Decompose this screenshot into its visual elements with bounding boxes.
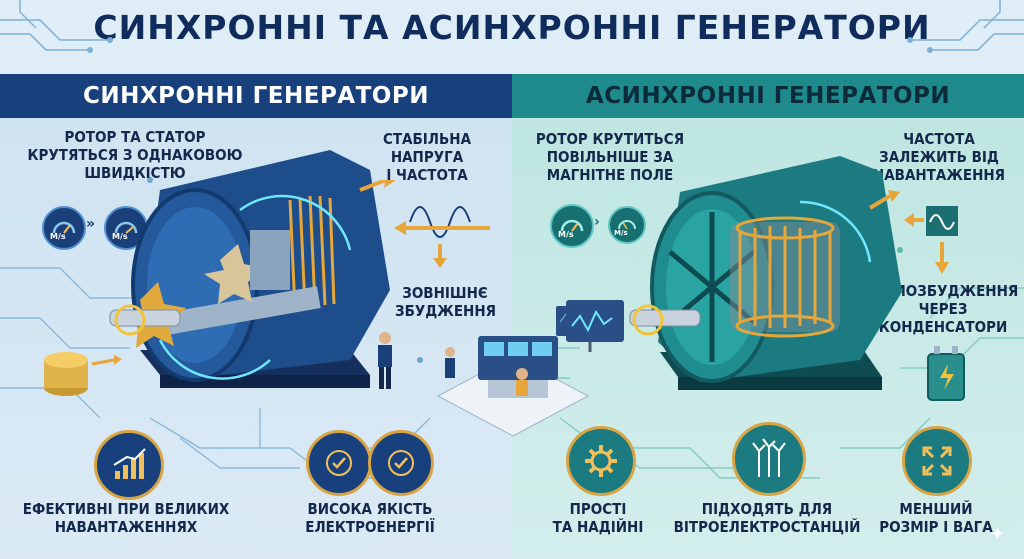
chevron-icon: › [594,214,600,230]
quality-badge-icon [306,430,372,496]
synchronous-header: СИНХРОННІ ГЕНЕРАТОРИ [0,74,512,118]
frequency-label: ЧАСТОТА ЗАЛЕЖИТЬ ВІД НАВАНТАЖЕННЯ [872,130,1006,184]
monitor-graph-icon [566,300,624,352]
benefit-smaller-size: МЕНШИЙ РОЗМІР І ВАГА [879,500,993,536]
gear-icon [566,426,636,496]
circuit-decoration-top [0,0,1024,53]
stable-voltage-label: СТАБІЛЬНА НАПРУГА І ЧАСТОТА [382,130,472,184]
resize-arrows-icon [902,426,972,496]
growth-chart-icon [94,430,164,500]
coins-icon [44,352,122,396]
speedometer-icon [550,204,594,248]
benefit-wind-farms: ПІДХОДЯТЬ ДЛЯ ВІТРОЕЛЕКТРОСТАНЦІЙ [673,500,861,536]
asynchronous-header: АСИНХРОННІ ГЕНЕРАТОРИ [512,74,1024,118]
gauge-unit-1: M/s [558,230,574,239]
benefit-high-loads: ЕФЕКТИВНІ ПРИ ВЕЛИКИХ НАВАНТАЖЕННЯХ [22,500,230,536]
engineer-figure [378,332,392,389]
external-excitation-label: ЗОВНІШНЄ ЗБУДЖЕННЯ [395,284,497,320]
benefit-simple-reliable: ПРОСТІ ТА НАДІЙНІ [552,500,644,536]
rotor-stator-label: РОТОР ТА СТАТОР КРУТЯТЬСЯ З ОДНАКОВОЮ ШВ… [27,128,243,182]
page-title: СИНХРОННІ ТА АСИНХРОННІ ГЕНЕРАТОРИ [93,8,931,47]
benefit-power-quality: ВИСОКА ЯКІСТЬ ЕЛЕКТРОЕНЕРГІЇ [305,500,435,536]
gauge-unit-2: M/s [614,229,628,237]
control-station-illustration [436,306,596,437]
double-chevron-icon: » [86,216,96,232]
rotor-slower-label: РОТОР КРУТИТЬСЯ ПОВІЛЬНІШЕ ЗА МАГНІТНЕ П… [535,130,685,184]
speedometer-icon [42,206,86,250]
synchronous-generator-illustration [109,150,390,388]
quality-badge-icon [368,430,434,496]
sparkle-icon: ✦ [990,524,1006,545]
frequency-signal-icon [868,190,958,274]
capacitor-icon [927,346,965,401]
asynchronous-generator-illustration [629,156,902,390]
speedometer-icon [608,206,646,244]
gauge-unit-2: M/s [112,232,128,241]
wind-turbine-icon [732,422,806,496]
gauge-unit-1: M/s [50,232,66,241]
self-excitation-label: САМОЗБУДЖЕННЯ ЧЕРЕЗ КОНДЕНСАТОРИ [872,282,1019,336]
sine-wave-icon [359,180,490,268]
